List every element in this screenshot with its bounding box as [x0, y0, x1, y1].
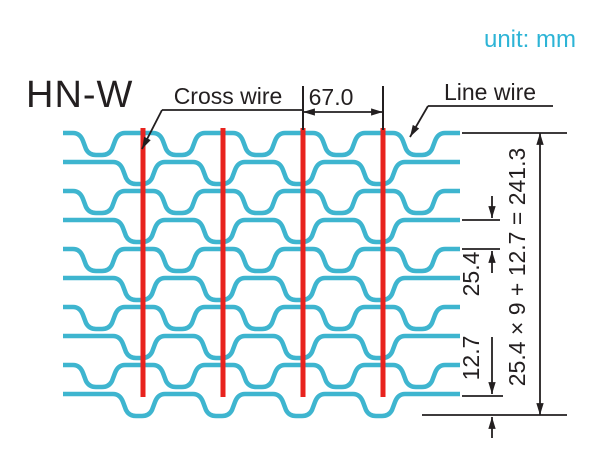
dim127-value: 12.7 — [458, 336, 484, 381]
line-wire — [63, 304, 460, 332]
line-wire — [63, 333, 460, 361]
line-wire — [63, 362, 460, 390]
cross-wire-group — [140, 128, 386, 397]
line-wire-label: Line wire — [444, 79, 536, 105]
dim254-value: 25.4 — [458, 251, 484, 296]
dimension-graphics — [141, 86, 567, 438]
line-wire — [63, 130, 460, 158]
line-wire — [63, 275, 460, 303]
dim67-value: 67.0 — [309, 84, 354, 110]
diagram-title: HN-W — [26, 74, 133, 116]
cross-wire-leader-arrow — [141, 109, 163, 150]
unit-label: unit: mm — [484, 26, 576, 53]
line-wire — [63, 246, 460, 274]
line-wire-leader-arrow — [409, 105, 429, 138]
line-wire — [63, 159, 460, 187]
line-wire — [63, 188, 460, 216]
cross-wire-label: Cross wire — [174, 83, 283, 109]
dim-total-formula: 25.4 × 9 + 12.7 = 241.3 — [504, 148, 530, 387]
line-wire — [63, 391, 460, 419]
line-wire — [63, 217, 460, 245]
line-wire-mesh — [63, 130, 460, 419]
